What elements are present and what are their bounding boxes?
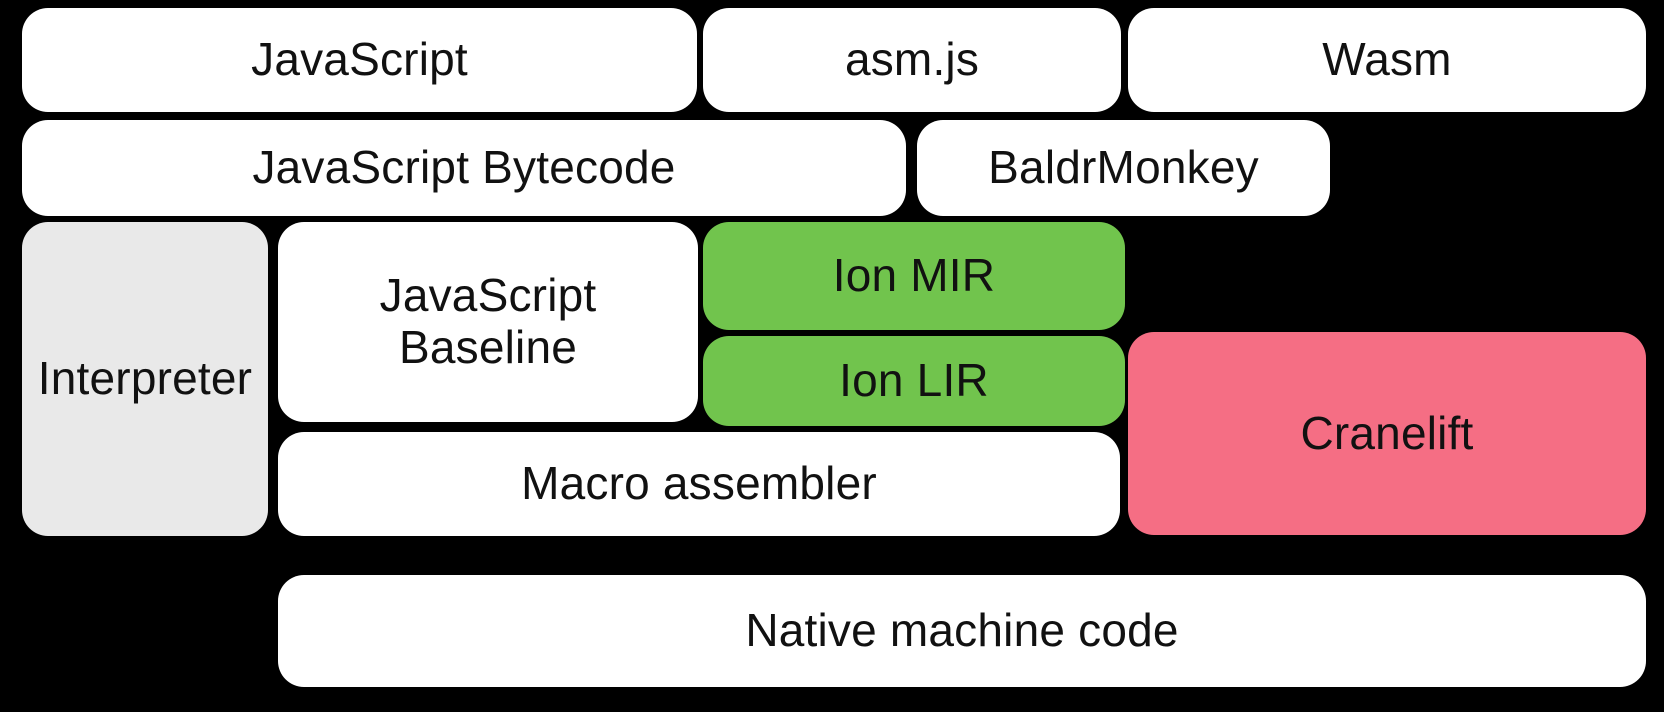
node-cranelift: Cranelift: [1128, 332, 1646, 535]
node-ion-lir: Ion LIR: [703, 336, 1125, 426]
node-native-machine-code: Native machine code: [278, 575, 1646, 687]
node-wasm: Wasm: [1128, 8, 1646, 112]
node-javascript: JavaScript: [22, 8, 697, 112]
node-ion-mir: Ion MIR: [703, 222, 1125, 330]
node-javascript-baseline: JavaScript Baseline: [278, 222, 698, 422]
node-baldrmonkey: BaldrMonkey: [917, 120, 1330, 216]
node-javascript-bytecode: JavaScript Bytecode: [22, 120, 906, 216]
node-macro-assembler: Macro assembler: [278, 432, 1120, 536]
node-asm-js: asm.js: [703, 8, 1121, 112]
node-interpreter: Interpreter: [22, 222, 268, 536]
